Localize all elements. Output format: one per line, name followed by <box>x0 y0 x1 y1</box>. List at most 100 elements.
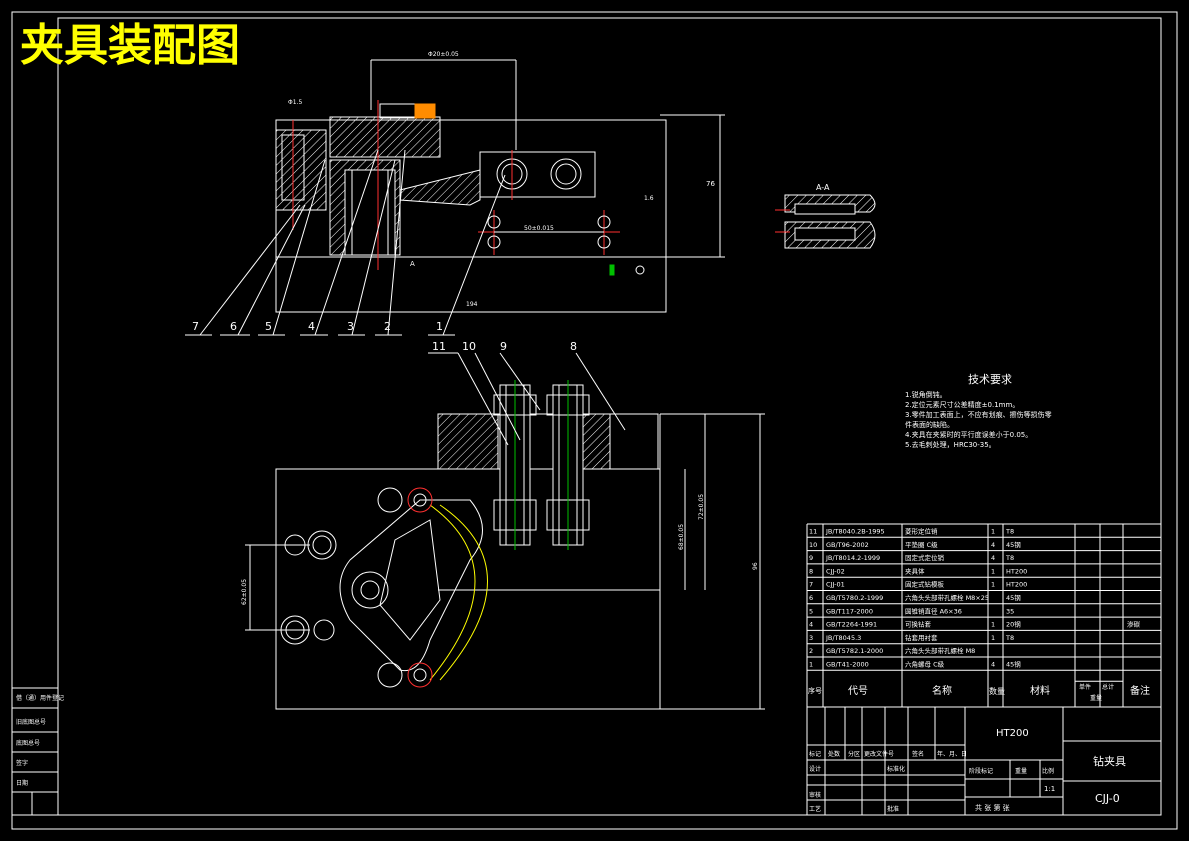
side-label-2: 底图总号 <box>16 739 40 747</box>
callout-8: 8 <box>570 340 577 353</box>
bom-cell-material: 20钢 <box>1006 621 1021 629</box>
tb-change-doc: 更改文件号 <box>864 750 894 758</box>
title-block-text: HT200 钻夹具 CJJ-0 1:1 标记 处数 分区 更改文件号 签名 年、… <box>809 728 1126 813</box>
tb-design: 设计 <box>809 765 821 773</box>
dim-left-height: 62±0.05 <box>241 579 248 605</box>
outer-border <box>11 11 1178 830</box>
bom-cell-code: JB/T8014.2-1999 <box>825 554 880 562</box>
dim-inner: 50±0.015 <box>524 225 554 232</box>
bom-header-weight: 重量 <box>1090 694 1102 702</box>
bom-cell-material: 45钢 <box>1006 541 1021 549</box>
tb-zone: 分区 <box>848 750 860 758</box>
tech-req-item: 2.定位元素尺寸公差精度±0.1mm。 <box>905 400 1019 409</box>
bom-cell-name: 钻套用衬套 <box>905 633 938 642</box>
tech-req-item: 件表面的缺陷。 <box>905 420 954 429</box>
bom-cell-no: 9 <box>809 554 813 562</box>
bom-cell-qty: 1 <box>991 581 995 589</box>
tech-req-item: 4.夹具在夹紧时的平行度误差小于0.05。 <box>905 430 1032 439</box>
bom-cell-qty: 1 <box>991 621 995 629</box>
bom-cell-name: 固定式定位销 <box>905 553 945 562</box>
tb-check: 审核 <box>809 791 821 799</box>
bom-cell-no: 10 <box>809 541 817 549</box>
bom-cell-name: 固定式钻模板 <box>905 580 945 589</box>
tb-mark: 标记 <box>809 750 821 758</box>
bom-table <box>806 523 1162 708</box>
bom-cell-code: GB/T117-2000 <box>826 607 873 615</box>
bom-cell-no: 1 <box>809 661 813 669</box>
tb-process: 工艺 <box>809 805 821 813</box>
bom-cell-qty: 1 <box>991 634 995 642</box>
bom-cell-code: JB/T8040.2B-1995 <box>825 528 885 536</box>
drawing-title: 夹具装配图 <box>20 20 240 71</box>
bom-cell-code: GB/T96-2002 <box>826 541 869 549</box>
bom-cell-material: T8 <box>1005 634 1014 642</box>
callout-7: 7 <box>192 320 199 333</box>
bom-cell-no: 8 <box>809 567 813 575</box>
callout-10: 10 <box>462 340 476 353</box>
dim-right-total: 96 <box>752 562 759 570</box>
bom-header-unit: 单件 <box>1079 683 1091 691</box>
bom-header-name: 名称 <box>932 684 952 697</box>
bom-cell-code: GB/T5780.2-1999 <box>826 594 883 602</box>
bom-cell-name: 六角头头部带孔螺栓 M8 <box>905 646 975 655</box>
bom-cell-material: T8 <box>1005 554 1014 562</box>
top-view <box>185 59 725 336</box>
tb-date: 年、月、日 <box>937 750 967 758</box>
tb-ratio: 比例 <box>1042 767 1054 775</box>
callout-6: 6 <box>230 320 237 333</box>
bom-header: 序号 代号 名称 数量 材料 单件 总计 重量 备注 <box>808 683 1150 702</box>
side-label-1: 旧底图总号 <box>16 718 46 726</box>
bom-cell-note: 渗碳 <box>1127 620 1141 629</box>
tb-count: 处数 <box>828 750 840 758</box>
bom-cell-material: HT200 <box>1006 567 1027 575</box>
tech-req-item: 1.锐角倒钝。 <box>905 390 947 399</box>
title-block <box>806 706 1162 816</box>
callout-3: 3 <box>347 320 354 333</box>
bom-cell-material: 35 <box>1006 607 1014 615</box>
bottom-view <box>245 352 765 710</box>
tb-stage: 阶段标记 <box>969 767 993 775</box>
bom-cell-name: 菱形定位销 <box>905 527 938 536</box>
tech-req-item: 3.零件加工表面上，不应有划痕、擦伤等损伤零 <box>905 410 1052 419</box>
tb-weight: 重量 <box>1015 767 1027 775</box>
callout-1: 1 <box>436 320 443 333</box>
tb-approve: 批准 <box>887 805 899 813</box>
tb-sheets: 共 张 第 张 <box>975 803 1010 812</box>
bom-header-material: 材料 <box>1030 684 1050 697</box>
bom-cell-code: CJJ-01 <box>826 581 845 589</box>
bom-cell-name: 圆锥销直径 A6×36 <box>905 606 962 615</box>
bom-header-no: 序号 <box>808 686 822 695</box>
bom-cell-name: 六角螺母 C级 <box>905 660 945 669</box>
dim-height-right: 76 <box>706 180 715 188</box>
dim-base-len: 194 <box>466 301 478 308</box>
side-panel-labels: 借（通）用件登记 旧底图总号 底图总号 签字 日期 <box>16 694 64 787</box>
callout-9: 9 <box>500 340 507 353</box>
bom-cell-no: 4 <box>809 621 813 629</box>
tech-req-item: 5.去毛刺处理，HRC30-35。 <box>905 440 996 449</box>
bom-cell-no: 7 <box>809 581 813 589</box>
section-label: A-A <box>816 183 830 192</box>
tb-sign: 签名 <box>912 750 924 758</box>
bom-header-code: 代号 <box>848 685 868 697</box>
bom-cell-no: 11 <box>809 528 817 536</box>
bom-cell-material: 45钢 <box>1006 661 1021 669</box>
bom-cell-no: 2 <box>809 647 813 655</box>
tb-std: 标准化 <box>887 765 905 773</box>
bom-header-total: 总计 <box>1102 683 1114 691</box>
callout-4: 4 <box>308 320 315 333</box>
dim-right-b: 68±0.05 <box>678 524 685 550</box>
dim-a-mark: A <box>410 260 415 268</box>
bom-cell-code: CJJ-02 <box>826 567 845 575</box>
bom-cell-qty: 1 <box>991 528 995 536</box>
dim-ra: 1.6 <box>644 195 654 202</box>
side-label-0: 借（通）用件登记 <box>16 694 64 702</box>
dim-small: Φ1.5 <box>288 99 302 106</box>
bom-cell-no: 6 <box>809 594 813 602</box>
bom-cell-qty: 4 <box>991 661 995 669</box>
bom-header-qty: 数量 <box>989 686 1005 696</box>
tb-material: HT200 <box>996 728 1029 739</box>
bom-cell-code: GB/T41-2000 <box>826 661 869 669</box>
callout-2: 2 <box>384 320 391 333</box>
bottom-callouts: 11 10 9 8 <box>432 340 577 353</box>
